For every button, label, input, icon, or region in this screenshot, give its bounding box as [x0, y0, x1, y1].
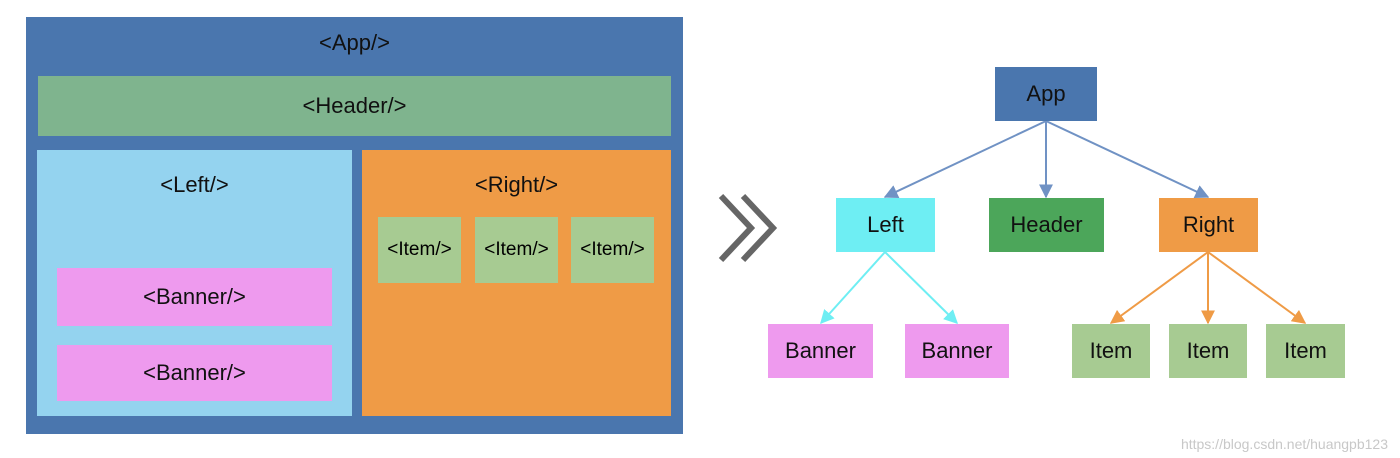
- banner-container: <Banner/>: [57, 345, 332, 401]
- app-label: <App/>: [319, 30, 390, 55]
- tree-node-item: Item: [1169, 324, 1247, 378]
- tree-node-item: Item: [1072, 324, 1150, 378]
- tree-node-left: Left: [836, 198, 935, 252]
- tree-node-banner: Banner: [905, 324, 1009, 378]
- watermark: https://blog.csdn.net/huangpb123: [1180, 436, 1388, 452]
- edge-right-item1: [1109, 251, 1209, 324]
- item-label: <Item/>: [484, 239, 549, 260]
- tree-node-label: Item: [1089, 338, 1133, 363]
- header-container: <Header/>: [38, 76, 671, 136]
- right-label: <Right/>: [474, 172, 559, 197]
- right-container: [362, 150, 671, 416]
- tree-node-label: Banner: [785, 338, 856, 363]
- tree-node-banner: Banner: [768, 324, 873, 378]
- double-chevron-right-icon: [718, 193, 778, 263]
- tree-node-label: Item: [1186, 338, 1230, 363]
- tree-node-label: Item: [1284, 338, 1327, 363]
- banner-container: <Banner/>: [57, 268, 332, 326]
- tree-node-label: Left: [867, 212, 904, 237]
- tree-node-label: App: [1026, 81, 1066, 106]
- edge-app-left: [883, 120, 1047, 198]
- tree-node-right: Right: [1159, 198, 1258, 252]
- item-label: <Item/>: [387, 239, 452, 260]
- edge-right-item3: [1207, 251, 1307, 324]
- edge-left-banner1: [820, 251, 886, 325]
- tree-node-label: Header: [1010, 212, 1083, 237]
- tree-node-header: Header: [989, 198, 1104, 252]
- tree-node-label: Banner: [921, 338, 993, 363]
- edge-left-banner2: [884, 251, 958, 324]
- item-container: <Item/>: [378, 217, 461, 283]
- header-label: <Header/>: [302, 93, 407, 118]
- item-label: <Item/>: [580, 239, 645, 260]
- tree-node-app: App: [995, 67, 1097, 121]
- banner-label: <Banner/>: [143, 360, 246, 385]
- tree-node-item: Item: [1266, 324, 1345, 378]
- item-container: <Item/>: [475, 217, 558, 283]
- tree-node-label: Right: [1182, 212, 1235, 237]
- banner-label: <Banner/>: [143, 284, 246, 309]
- left-label: <Left/>: [160, 172, 229, 197]
- edge-app-right: [1045, 120, 1210, 198]
- item-container: <Item/>: [571, 217, 654, 283]
